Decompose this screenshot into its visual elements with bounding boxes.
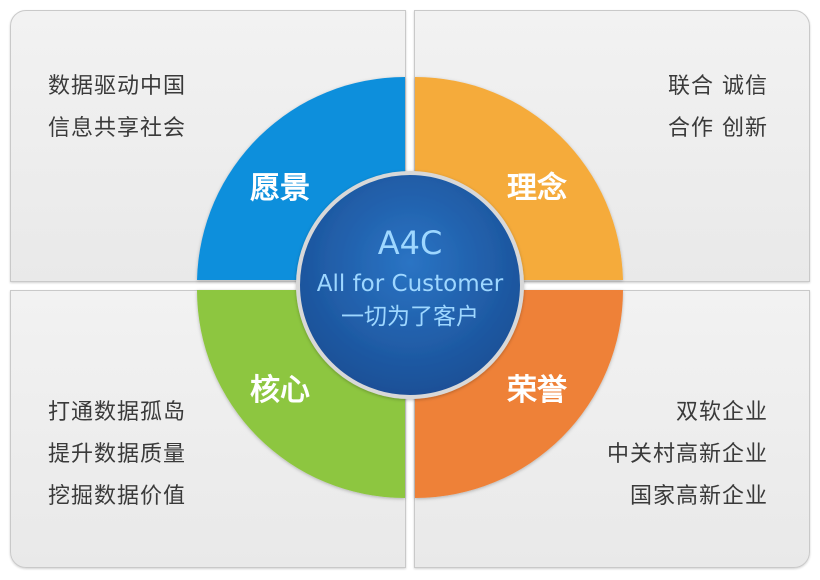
center-line-chinese: 一切为了客户	[341, 304, 479, 330]
core-line: 挖掘数据价值	[48, 484, 187, 509]
honor-line: 中关村高新企业	[606, 442, 768, 467]
honor-line: 国家高新企业	[629, 484, 768, 509]
philosophy-line: 合作 创新	[668, 116, 768, 141]
label-philosophy: 理念	[507, 171, 567, 206]
label-core: 核心	[250, 373, 310, 408]
philosophy-text: 联合 诚信 合作 创新	[668, 66, 768, 150]
core-text: 打通数据孤岛 提升数据质量 挖掘数据价值	[48, 392, 186, 518]
center-circle	[296, 171, 524, 399]
core-line: 打通数据孤岛	[48, 400, 187, 425]
honor-text: 双软企业 中关村高新企业 国家高新企业	[607, 392, 768, 518]
honor-line: 双软企业	[675, 400, 768, 425]
label-honor: 荣誉	[507, 373, 568, 408]
philosophy-line: 联合 诚信	[668, 74, 768, 99]
center-line-english: All for Customer	[317, 271, 504, 297]
center-title: A4C	[378, 224, 443, 262]
vision-line: 数据驱动中国	[48, 74, 187, 99]
vision-text: 数据驱动中国 信息共享社会	[48, 66, 186, 150]
core-line: 提升数据质量	[48, 442, 187, 467]
vision-line: 信息共享社会	[48, 116, 187, 141]
label-vision: 愿景	[250, 171, 310, 206]
